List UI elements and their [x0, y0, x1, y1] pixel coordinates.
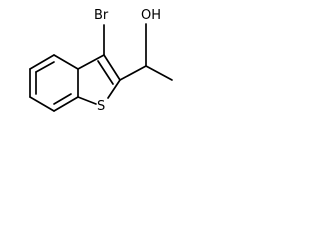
hydroxyl-group-label: OH	[141, 8, 161, 23]
sulfur-atom-label: S	[97, 99, 105, 114]
bromine-atom-label: Br	[94, 8, 109, 23]
molecule-structure-diagram: Br OH S	[29, 8, 173, 114]
bond-c3a-c3	[77, 54, 105, 70]
bond-benzene-c5-c6	[29, 96, 55, 112]
bond-c2-ch	[119, 65, 147, 81]
bond-s-c7a	[77, 96, 97, 105]
bond-benzene-c4-c5	[53, 96, 79, 112]
bond-benzene-inner-double-1	[35, 61, 55, 73]
bond-benzene-c2-c3	[53, 54, 79, 70]
bond-c2-s	[107, 79, 121, 99]
bond-c3-c2-double	[97, 60, 114, 85]
bond-ch-ch3	[145, 65, 173, 81]
bond-benzene-inner-double-3	[53, 93, 72, 105]
bond-benzene-c1-c2	[29, 54, 55, 70]
bond-c3-c2	[103, 54, 121, 81]
